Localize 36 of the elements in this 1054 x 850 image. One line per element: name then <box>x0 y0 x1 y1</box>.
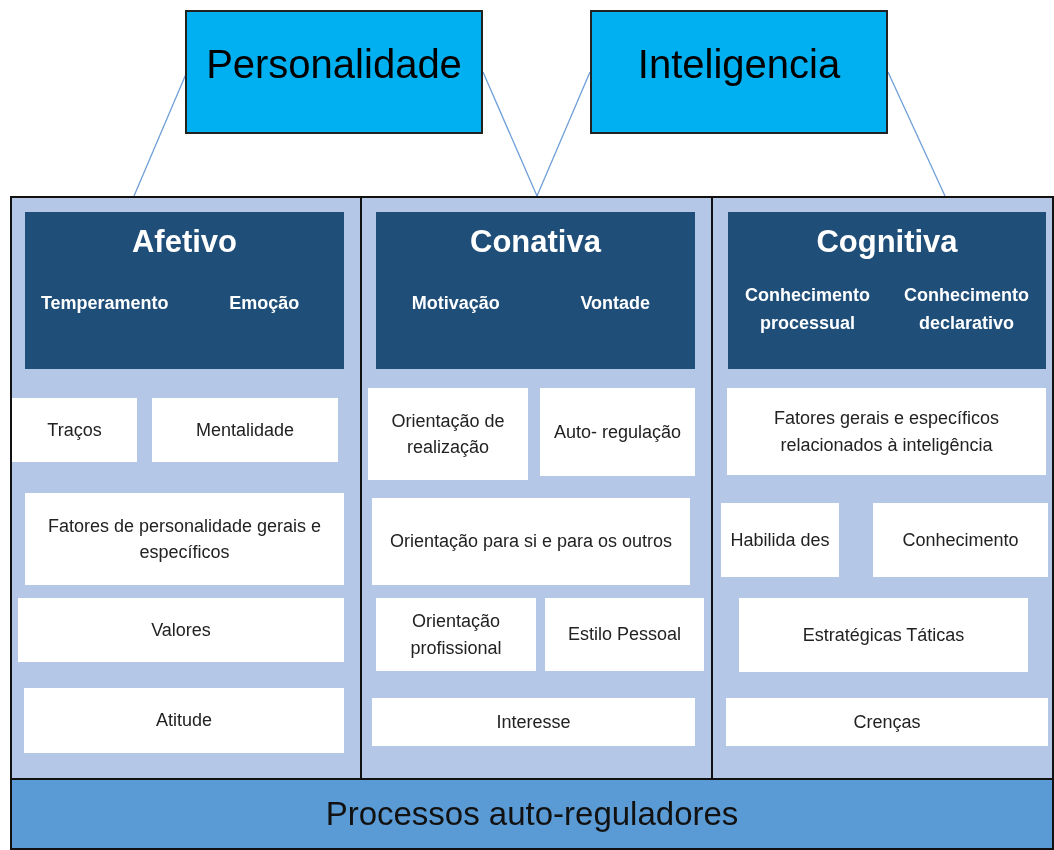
header-title: Afetivo <box>130 224 239 260</box>
header-title: Conativa <box>469 224 603 260</box>
item-box: Habilida des <box>721 503 839 577</box>
column-panel <box>10 196 362 780</box>
header-title: Cognitiva <box>815 224 959 260</box>
subheading-label: Temperamento <box>39 292 170 315</box>
item-box: Orientação para si e para os outros <box>372 498 690 585</box>
item-box: Orientação profissional <box>376 598 536 671</box>
subheading-label: Conhecimento declarativo <box>903 284 1030 335</box>
item-box: Fatores de personalidade gerais e específicos <box>25 493 344 585</box>
subheading-label: Motivação <box>410 292 501 315</box>
subheading-label: Vontade <box>579 292 652 315</box>
column-panel <box>360 196 713 780</box>
item-box: Mentalidade <box>152 398 338 462</box>
header-box <box>728 212 1046 369</box>
header-box <box>376 212 695 369</box>
item-box: Estratégicas Táticas <box>739 598 1028 672</box>
item-box: Crenças <box>726 698 1048 746</box>
item-box: Conhecimento <box>873 503 1048 577</box>
item-box: Orientação de realização <box>368 388 528 480</box>
subheading-label: Conhecimento processual <box>744 284 871 335</box>
item-box: Auto- regulação <box>540 388 695 476</box>
subheading-label: Emoção <box>228 292 301 315</box>
item-box: Estilo Pessoal <box>545 598 704 671</box>
header-box <box>25 212 344 369</box>
item-box: Valores <box>18 598 344 662</box>
connector-line <box>536 71 591 197</box>
item-box: Interesse <box>372 698 695 746</box>
footer-bar: Processos auto-reguladores <box>10 778 1054 850</box>
item-box: Traços <box>12 398 137 462</box>
item-box: Atitude <box>24 688 344 753</box>
item-box: Fatores gerais e específicos relacionados à inteligência <box>727 388 1046 475</box>
column-panel <box>711 196 1054 780</box>
concept-box: Inteligencia <box>590 10 888 134</box>
concept-box: Personalidade <box>185 10 483 134</box>
node-label: Traços <box>47 419 102 440</box>
